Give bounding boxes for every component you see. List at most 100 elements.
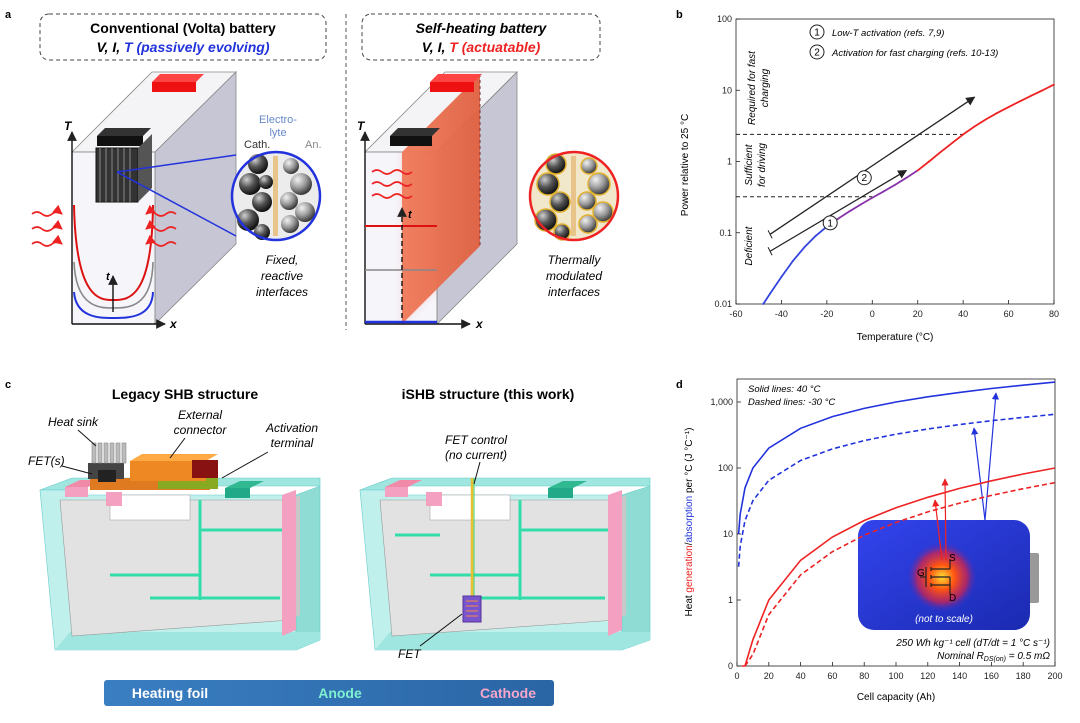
inset-arrow-blue-2 (984, 392, 1000, 521)
legend-bar (104, 680, 554, 706)
mosfet-gate: G (917, 568, 925, 579)
panel-a: a Conventional (Volta) battery V, I, T (… (5, 9, 620, 331)
panel-letter-d: d (676, 379, 683, 391)
positive-terminal-top-sh (430, 74, 482, 82)
b-power-curve-segment (916, 160, 930, 172)
time-label-right: t (408, 209, 413, 221)
b-power-curve-segment (762, 292, 771, 305)
b-ytick-label: 0.01 (714, 299, 732, 309)
d-xtick-label: 80 (859, 671, 869, 681)
ylabel-b: Power relative to 25 °C (680, 114, 691, 216)
pointer-external-connector (169, 437, 186, 459)
legend-anode: Anode (318, 685, 362, 701)
b-power-curve-segment (860, 196, 874, 206)
b-power-curve-segment (780, 260, 794, 278)
note-solid: Solid lines: 40 °C (748, 384, 821, 395)
axis-label-t: T (64, 119, 73, 133)
b-arrow-label-circle (856, 170, 872, 186)
b-power-curve-segment (837, 210, 851, 220)
self-heating-subtitle: V, I, T (actuatable) (422, 39, 541, 55)
xlabel-d: Cell capacity (Ah) (857, 692, 935, 703)
positive-terminal (152, 82, 196, 92)
heat-waves-left-out (145, 204, 177, 247)
legend-2-text: Activation for fast charging (refs. 10-1… (831, 48, 998, 59)
b-power-curve-segment (950, 133, 965, 145)
cell-note: 250 Wh kg⁻¹ cell (dT/dt = 1 °C s⁻¹) (895, 638, 1050, 649)
d-ytick-label: 1,000 (710, 397, 733, 407)
note-dashed: Dashed lines: -30 °C (748, 397, 835, 408)
temperature-profile-cold (73, 291, 154, 320)
d-red-dashed-curve (744, 481, 1056, 667)
b-activation-arrow (769, 96, 976, 235)
b-xtick-label: -20 (820, 309, 833, 319)
panel-c: c Legacy SHB structure iSHB structure (t… (5, 379, 651, 706)
negative-terminal-top-sh (390, 128, 440, 136)
d-ytick-label: 1 (728, 595, 733, 605)
legend-2-circle (809, 44, 825, 60)
heat-waves-left-in (31, 204, 63, 247)
region-required-1: Required for fast (747, 50, 758, 125)
b-xtick-label: 80 (1049, 309, 1059, 319)
panel-letter-a: a (5, 9, 12, 21)
d-blue-dashed-curve (737, 413, 1056, 567)
conventional-battery: Conventional (Volta) battery V, I, T (pa… (31, 13, 327, 331)
label-external-connector-2: connector (174, 423, 228, 437)
b-ytick-label: 10 (722, 85, 732, 95)
b-power-curve-segment (996, 106, 1010, 114)
caption-thermal-1: Thermally (548, 253, 602, 267)
d-xtick-label: 0 (734, 671, 739, 681)
conventional-title: Conventional (Volta) battery (90, 20, 276, 36)
axis-label-t-right: T (357, 119, 366, 133)
region-sufficient-2: for driving (757, 143, 768, 187)
pointer-fet-control (473, 461, 481, 485)
interface-zoom-circle-self-heating (528, 150, 620, 242)
b-xtick-label: 40 (958, 309, 968, 319)
label-fet-control-2: (no current) (445, 448, 507, 462)
d-xtick-label: 160 (984, 671, 999, 681)
b-power-curve-segment (939, 142, 953, 154)
caption-thermal-3: interfaces (548, 285, 600, 299)
b-power-curve-segment (894, 176, 908, 186)
mosfet-drain: D (949, 593, 956, 604)
title-ishb: iSHB structure (this work) (402, 386, 575, 402)
label-fet: FET (398, 647, 422, 661)
xlabel-b: Temperature (°C) (857, 332, 934, 343)
label-fet-control-1: FET control (445, 433, 507, 447)
heat-waves-right (371, 169, 413, 199)
b-power-curve-segment (973, 118, 987, 128)
d-blue-solid-curve (737, 381, 1056, 535)
axis-label-x-right: x (475, 317, 484, 331)
chart-lines-b: 12 (736, 83, 1055, 305)
legacy-hardware (88, 442, 218, 490)
title-legacy-shb: Legacy SHB structure (112, 386, 258, 402)
label-electrolyte-2: lyte (269, 127, 286, 139)
pointer-heat-sink (77, 429, 97, 447)
d-xtick-label: 40 (796, 671, 806, 681)
self-heating-title: Self-heating battery (416, 20, 548, 36)
b-activation-arrow (769, 169, 908, 252)
inset-cell: G S D (not to scale) (858, 392, 1039, 630)
pointer-activation-terminal (221, 451, 269, 479)
b-power-curve-segment (1007, 100, 1021, 109)
legend-1-circle (809, 24, 825, 40)
b-arrow-label: 1 (827, 218, 833, 229)
b-power-curve-segment (1030, 89, 1044, 97)
b-arrow-tail-tick (767, 230, 773, 239)
rds-note: Nominal RDS(on) = 0.5 mΩ (937, 651, 1050, 663)
negative-terminal (97, 136, 143, 146)
ylabel-d: Heat generation/absorption per °C (J °C⁻… (684, 428, 695, 617)
b-arrow-label-circle (822, 215, 838, 231)
legend-2-number: 2 (814, 48, 820, 59)
label-activation-terminal-1: Activation (265, 421, 318, 435)
d-ytick-label: 10 (723, 529, 733, 539)
legacy-shb-cell (39, 477, 321, 651)
b-ytick-label: 1 (727, 157, 732, 167)
b-xtick-label: 0 (870, 309, 875, 319)
b-power-curve-segment (1019, 94, 1033, 103)
b-power-curve-segment (928, 151, 942, 163)
label-external-connector-1: External (178, 408, 222, 422)
label-activation-terminal-2: terminal (271, 436, 314, 450)
inset-arrow-blue-1 (971, 427, 986, 521)
